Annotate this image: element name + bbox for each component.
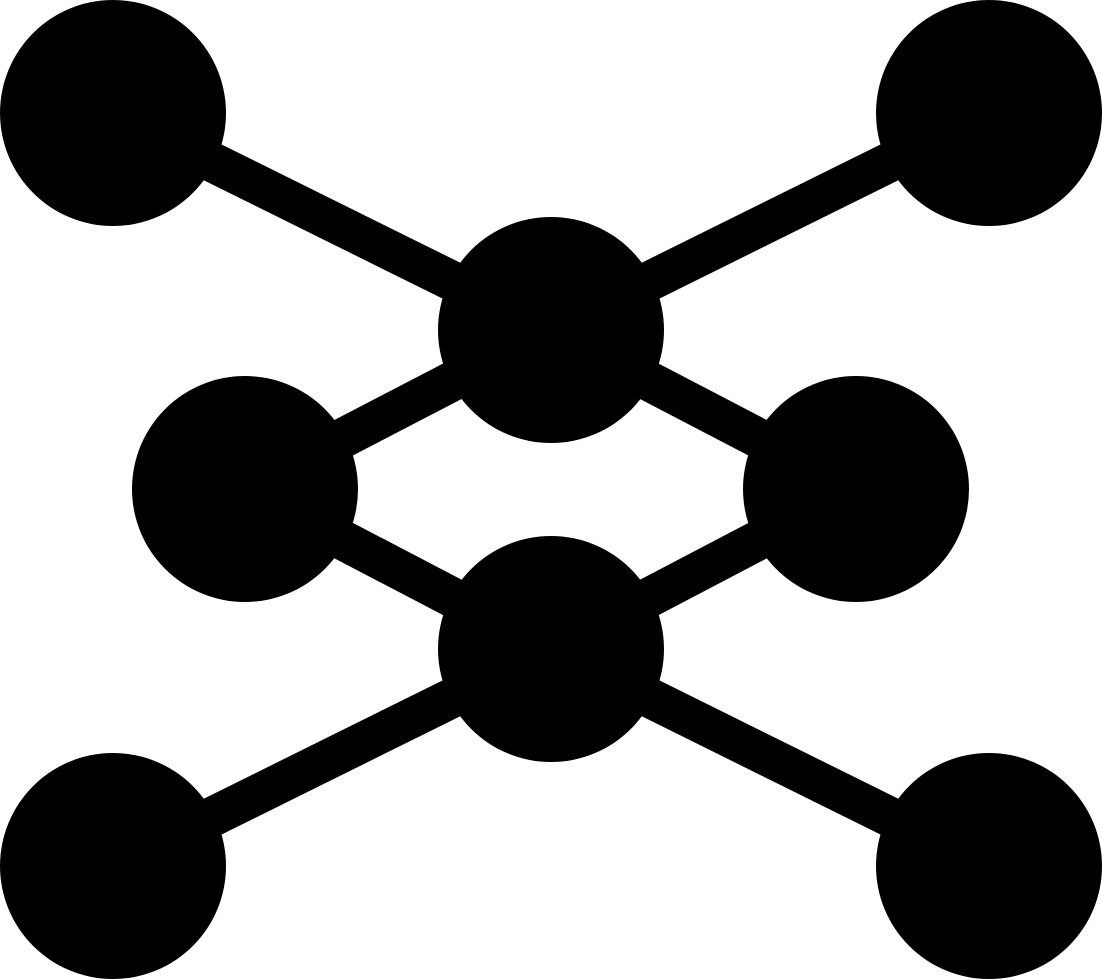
node-bottom-left: [0, 753, 226, 979]
node-middle-left: [132, 376, 358, 602]
node-lower-center: [438, 536, 664, 762]
node-middle-right: [743, 376, 969, 602]
node-upper-center: [438, 217, 664, 443]
node-top-right: [876, 0, 1102, 226]
node-bottom-right: [876, 753, 1102, 979]
node-top-left: [0, 0, 226, 226]
